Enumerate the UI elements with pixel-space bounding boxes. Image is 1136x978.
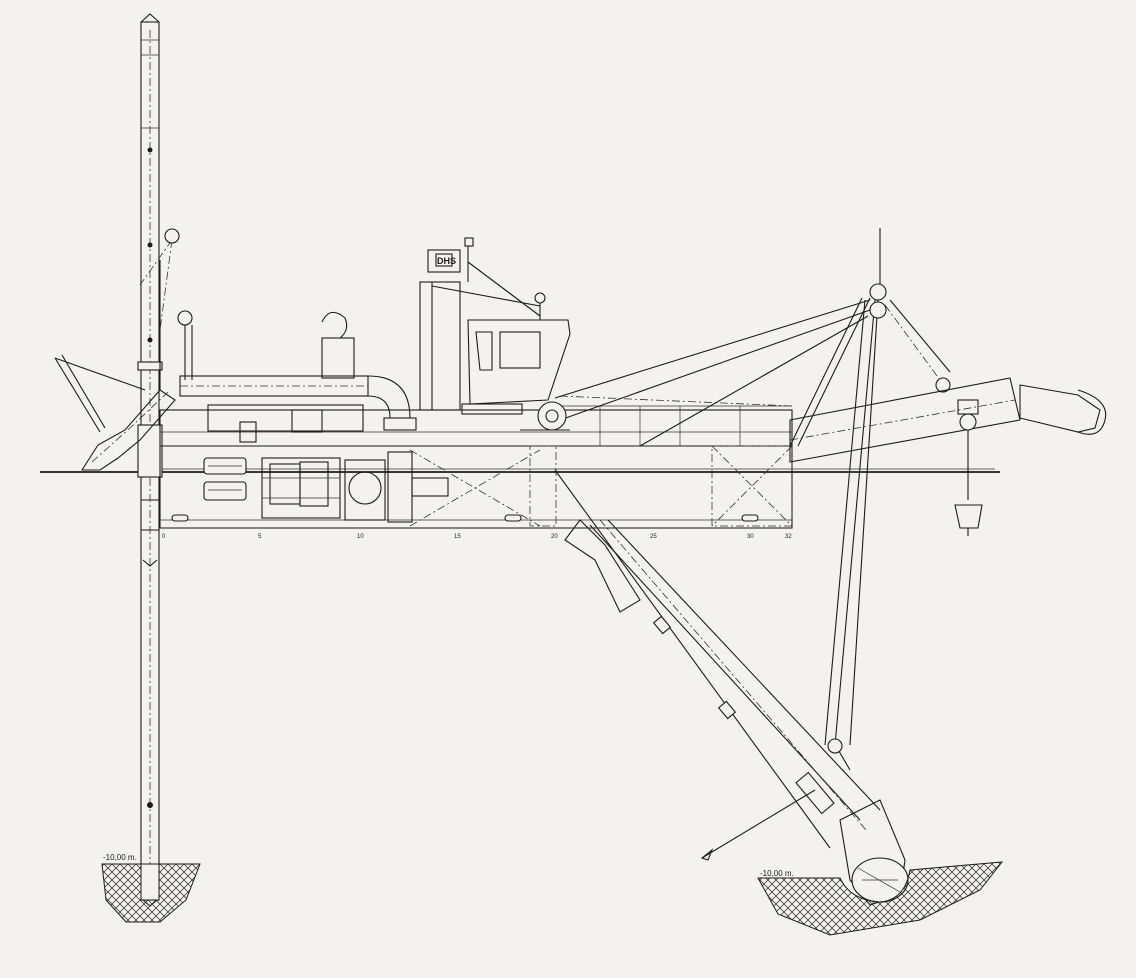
seabed-right: -10,00 m.: [757, 861, 1004, 936]
deck-discharge-pipeline: [179, 311, 417, 443]
seabed-left: -10,00 m.: [101, 853, 201, 923]
discharge-pipe: [789, 377, 1107, 536]
ladder-gantry: [789, 228, 951, 771]
scale-tick-5: 5: [258, 534, 262, 540]
depth-label-left: -10,00 m.: [103, 853, 137, 862]
scale-tick-20: 20: [551, 534, 558, 540]
control-cabin: DHS: [419, 237, 571, 415]
scale-tick-10: 10: [357, 534, 364, 540]
spud-pole: [137, 13, 163, 901]
scale-tick-25: 25: [650, 534, 657, 540]
cutter-head: [839, 799, 909, 906]
scale-tick-0: 0: [162, 534, 166, 540]
scale-tick-15: 15: [454, 534, 461, 540]
depth-label-right: -10,00 m.: [760, 869, 794, 878]
scale-tick-32: 32: [785, 534, 792, 540]
scale-tick-30: 30: [747, 534, 754, 540]
logo-text: DHS: [437, 256, 456, 266]
spud-carrier-davit: [54, 228, 193, 471]
cutter-ladder: [520, 401, 881, 861]
deck-railing: [559, 395, 793, 446]
gantry-stays: [554, 299, 871, 447]
hull-scale: 0 5 10 15 20 25 30 32: [160, 527, 792, 540]
waterline: [40, 468, 1000, 473]
engine-pump-room: [261, 451, 449, 523]
